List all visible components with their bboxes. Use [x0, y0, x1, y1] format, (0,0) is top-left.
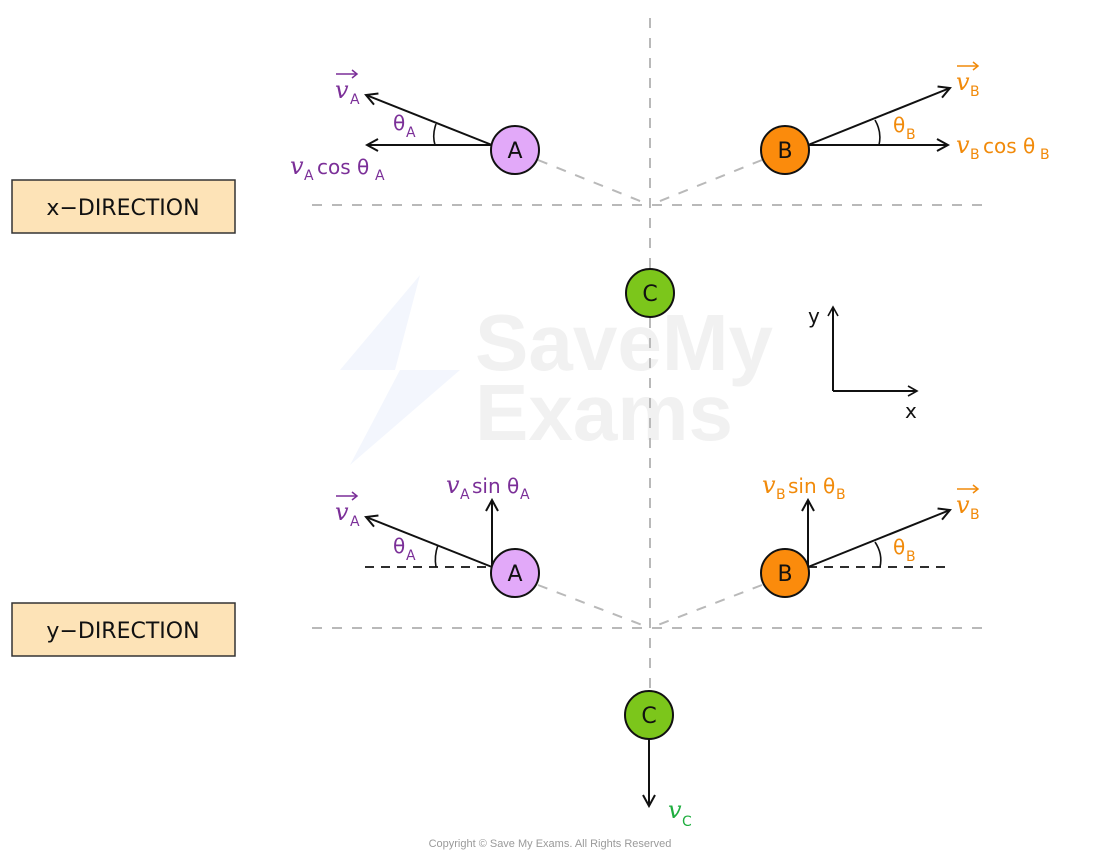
- copyright-notice: Copyright © Save My Exams. All Rights Re…: [429, 838, 672, 850]
- panel-x-direction: x−DIRECTION A B C v A: [11, 61, 1050, 318]
- svg-text:cos θ: cos θ: [317, 155, 369, 179]
- watermark-line2: Exams: [475, 368, 733, 457]
- svg-text:v: v: [956, 68, 970, 96]
- x-direction-title: x−DIRECTION: [46, 196, 199, 221]
- svg-text:cos θ: cos θ: [983, 134, 1035, 158]
- svg-text:v: v: [956, 491, 970, 519]
- svg-text:A: A: [406, 548, 416, 564]
- svg-text:v: v: [335, 76, 349, 104]
- y-vB-arrow: [807, 510, 950, 568]
- svg-text:v: v: [290, 152, 304, 180]
- svg-text:θ: θ: [393, 534, 405, 558]
- svg-text:A: A: [304, 168, 314, 184]
- y-thetaA-arc: [434, 544, 439, 568]
- y-axis-label: y: [808, 304, 820, 328]
- y-particle-B: B: [760, 548, 810, 598]
- x-particle-A-label: A: [507, 139, 522, 164]
- y-particle-C-label: C: [641, 704, 656, 729]
- svg-text:B: B: [836, 487, 846, 503]
- y-direction-title: y−DIRECTION: [46, 619, 199, 644]
- svg-text:v: v: [668, 796, 682, 824]
- x-vB-label: v B: [956, 61, 980, 100]
- y-vAsinA-label: v A sin θ A: [446, 471, 530, 503]
- y-vB-label: v B: [956, 484, 980, 523]
- panel-y-direction: y−DIRECTION A B C: [11, 471, 985, 830]
- svg-text:v: v: [446, 471, 460, 499]
- x-particle-C: C: [625, 268, 675, 318]
- y-thetaB-arc: [874, 541, 882, 568]
- svg-text:C: C: [682, 814, 692, 830]
- svg-text:sin θ: sin θ: [472, 474, 519, 498]
- y-path-B-dashed: [649, 584, 763, 629]
- x-particle-B: B: [760, 125, 810, 175]
- svg-text:v: v: [762, 471, 776, 499]
- svg-text:B: B: [776, 487, 786, 503]
- x-thetaB-arc: [874, 119, 881, 146]
- x-thetaA-arc: [432, 123, 437, 146]
- x-particle-A: A: [490, 125, 540, 175]
- svg-text:B: B: [970, 84, 980, 100]
- svg-text:v: v: [335, 498, 349, 526]
- x-vBcosB-label: v B cos θ B: [956, 131, 1050, 163]
- y-thetaB-label: θ B: [893, 535, 916, 565]
- svg-text:A: A: [350, 514, 360, 530]
- svg-text:A: A: [406, 125, 416, 141]
- x-particle-B-label: B: [777, 139, 792, 164]
- y-particle-B-label: B: [777, 562, 792, 587]
- svg-text:A: A: [350, 92, 360, 108]
- watermark: SaveMy Exams: [340, 275, 773, 465]
- x-vA-arrow: [366, 95, 493, 146]
- svg-text:A: A: [460, 487, 470, 503]
- y-direction-box: [11, 602, 236, 657]
- svg-text:θ: θ: [393, 111, 405, 135]
- svg-text:A: A: [520, 487, 530, 503]
- y-vC-label: v C: [668, 796, 692, 830]
- y-thetaA-label: θ A: [393, 534, 416, 564]
- x-axis-label: x: [905, 399, 917, 423]
- x-vA-label: v A: [335, 69, 360, 108]
- svg-text:B: B: [970, 147, 980, 163]
- y-vBsinB-label: v B sin θ B: [762, 471, 846, 503]
- y-particle-A-label: A: [507, 562, 522, 587]
- y-particle-A: A: [490, 548, 540, 598]
- svg-text:sin θ: sin θ: [788, 474, 835, 498]
- axes-key: y x: [808, 304, 919, 423]
- y-path-A-dashed: [537, 584, 651, 629]
- y-vA-arrow: [366, 517, 493, 568]
- x-path-A-dashed: [537, 159, 651, 206]
- y-particle-C: C: [624, 690, 674, 740]
- y-vA-label: v A: [335, 491, 360, 530]
- x-thetaB-label: θ B: [893, 113, 916, 143]
- x-direction-box: [11, 179, 236, 234]
- svg-text:θ: θ: [893, 535, 905, 559]
- svg-text:v: v: [956, 131, 970, 159]
- svg-text:A: A: [375, 168, 385, 184]
- svg-text:θ: θ: [893, 113, 905, 137]
- bolt-logo-icon: [340, 275, 460, 465]
- x-path-B-dashed: [649, 159, 763, 206]
- x-thetaA-label: θ A: [393, 111, 416, 141]
- svg-text:B: B: [1040, 147, 1050, 163]
- svg-text:B: B: [906, 127, 916, 143]
- x-vB-arrow: [807, 88, 950, 146]
- watermark-line1: SaveMy: [475, 298, 773, 387]
- x-particle-C-label: C: [642, 282, 657, 307]
- x-vAcosA-label: v A cos θ A: [290, 152, 385, 184]
- svg-text:B: B: [970, 507, 980, 523]
- svg-text:B: B: [906, 549, 916, 565]
